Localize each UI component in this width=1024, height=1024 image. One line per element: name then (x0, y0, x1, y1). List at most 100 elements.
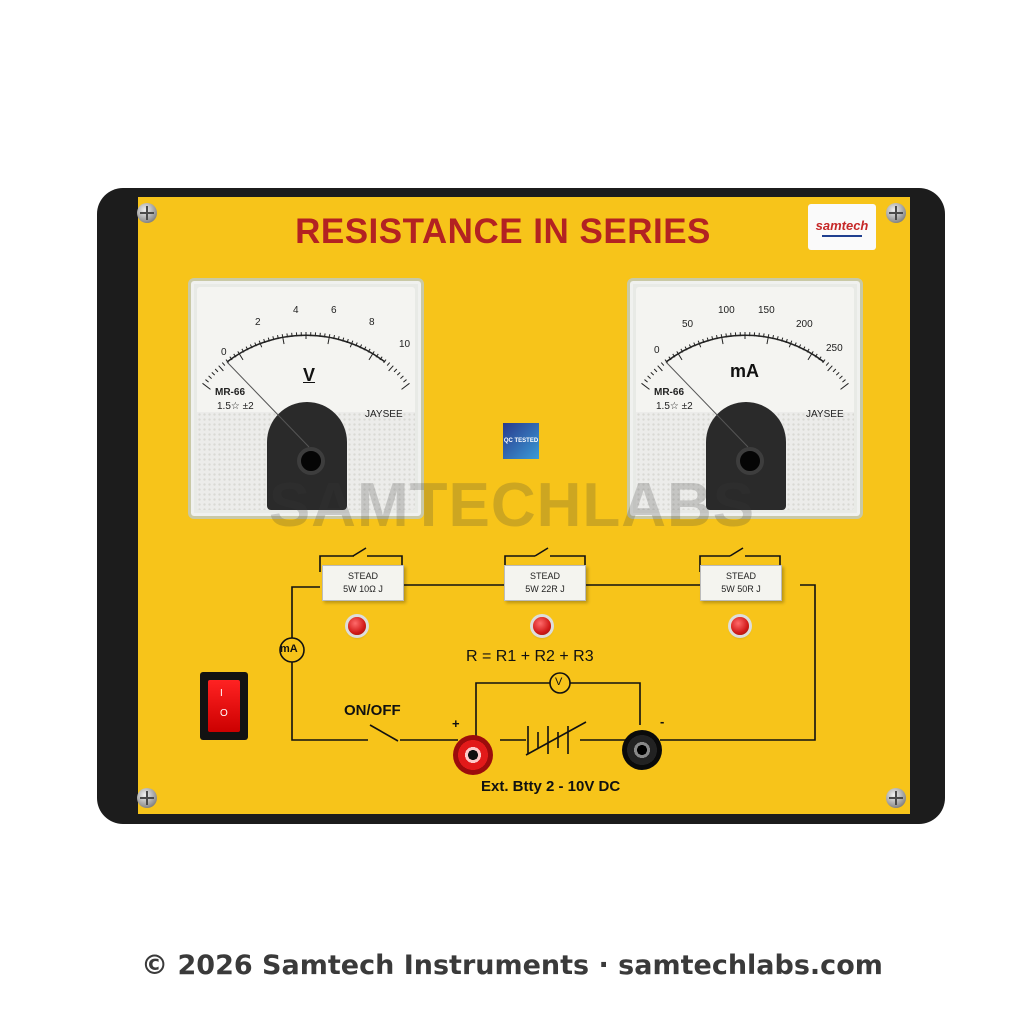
negative-terminal[interactable] (622, 730, 662, 770)
scale-tick (403, 379, 407, 383)
scale-tick (641, 382, 650, 390)
ammeter-symbol-label: mA (280, 643, 298, 655)
screw-icon (886, 788, 906, 808)
scale-tick (281, 334, 285, 345)
scale-tick (781, 337, 784, 342)
scale-tick (233, 353, 237, 358)
scale-tick (202, 382, 211, 390)
zero-adjust-screw[interactable] (297, 447, 325, 475)
scale-tick (814, 353, 818, 358)
board-title: RESISTANCE IN SERIES (295, 212, 711, 251)
scale-tick (254, 342, 257, 347)
milliammeter: 0 50 100 150 200 250 mA MR-66 1.5☆ ±2 JA… (627, 278, 863, 519)
v-tick-4: 4 (293, 305, 299, 316)
resistor-rating: 5W 50R J (721, 584, 761, 594)
meter-brand: JAYSEE (365, 409, 403, 420)
ma-tick-250: 250 (826, 343, 843, 354)
scale-tick (401, 382, 410, 390)
v-tick-0: 0 (221, 347, 227, 358)
scale-tick (676, 351, 683, 361)
scale-tick (333, 335, 335, 340)
screw-icon (886, 203, 906, 223)
switch-label: ON/OFF (344, 702, 401, 719)
scale-tick (832, 368, 837, 373)
scale-tick (684, 346, 688, 351)
scale-tick (393, 368, 398, 373)
scale-tick (367, 348, 371, 353)
resistor-brand: STEAD (347, 571, 378, 581)
scale-tick (241, 348, 245, 353)
v-tick-6: 6 (331, 305, 337, 316)
milliammeter-unit: mA (730, 361, 760, 381)
scale-tick (386, 362, 391, 366)
scale-tick (716, 335, 718, 340)
ma-tick-0: 0 (654, 345, 660, 356)
meter-model: MR-66 (215, 387, 246, 398)
resistor-rating: 5W 22R J (525, 584, 565, 594)
voltmeter: 0 2 4 6 8 10 V MR-66 1.5☆ ±2 JAYSEE (188, 278, 424, 519)
scale-tick (706, 337, 709, 342)
resistor-r3: STEAD 5W 50R J (700, 565, 782, 601)
short-button-r1[interactable] (348, 617, 366, 635)
scale-tick (725, 333, 727, 338)
resistor-rating: 5W 10Ω J (343, 584, 383, 594)
power-rocker[interactable]: I O (208, 680, 240, 732)
screw-icon (137, 788, 157, 808)
ma-tick-150: 150 (758, 305, 775, 316)
scale-tick (388, 365, 394, 372)
scale-tick (249, 344, 253, 349)
scale-tick (664, 359, 668, 363)
milliammeter-scale (641, 332, 849, 448)
zero-adjust-screw[interactable] (736, 447, 764, 475)
scale-tick (359, 344, 363, 349)
resistor-brand: STEAD (725, 571, 756, 581)
scale-tick (818, 356, 822, 361)
scale-tick (383, 359, 387, 363)
scale-tick (822, 359, 826, 363)
scale-tick (324, 333, 326, 338)
power-switch[interactable]: I O (200, 672, 248, 740)
screw-icon (137, 203, 157, 223)
v-tick-10: 10 (399, 339, 411, 350)
voltmeter-scale (202, 332, 410, 448)
ma-tick-200: 200 (796, 319, 813, 330)
scale-tick (379, 356, 383, 361)
scale-tick (772, 335, 774, 340)
scale-tick (647, 375, 651, 379)
scale-tick (229, 356, 233, 361)
meter-class: 1.5☆ ±2 (217, 401, 254, 412)
scale-tick (205, 379, 209, 383)
scale-tick (657, 365, 663, 372)
scale-tick (653, 368, 658, 373)
short-button-r3[interactable] (731, 617, 749, 635)
scale-tick (644, 379, 648, 383)
scale-tick (763, 333, 765, 338)
scale-tick (776, 336, 779, 341)
scale-tick (798, 344, 802, 349)
scale-tick (835, 372, 840, 376)
voltmeter-symbol-label: V (555, 676, 563, 688)
resistor-r2: STEAD 5W 22R J (504, 565, 586, 601)
formula: R = R1 + R2 + R3 (466, 648, 594, 665)
battery-label: Ext. Btty 2 - 10V DC (481, 778, 621, 795)
resistor-brand: STEAD (529, 571, 560, 581)
scale-tick (827, 365, 833, 372)
qc-badge-text: QC TESTED (503, 437, 539, 444)
scale-tick (225, 359, 229, 363)
positive-terminal[interactable] (453, 735, 493, 775)
samtech-logo: samtech (808, 204, 876, 250)
scale-tick (245, 346, 249, 351)
resistor-r1: STEAD 5W 10Ω J (322, 565, 404, 601)
scale-tick (363, 346, 367, 351)
v-tick-2: 2 (255, 317, 261, 328)
scale-tick (214, 368, 219, 373)
scale-tick (840, 382, 849, 390)
meter-face: 0 2 4 6 8 10 V MR-66 1.5☆ ±2 JAYSEE (197, 287, 415, 510)
scale-tick (660, 362, 665, 366)
short-button-r2[interactable] (533, 617, 551, 635)
v-tick-8: 8 (369, 317, 375, 328)
scale-tick (355, 342, 358, 347)
scale-tick (807, 351, 814, 361)
scale-tick (720, 334, 724, 345)
meter-model: MR-66 (654, 387, 685, 398)
